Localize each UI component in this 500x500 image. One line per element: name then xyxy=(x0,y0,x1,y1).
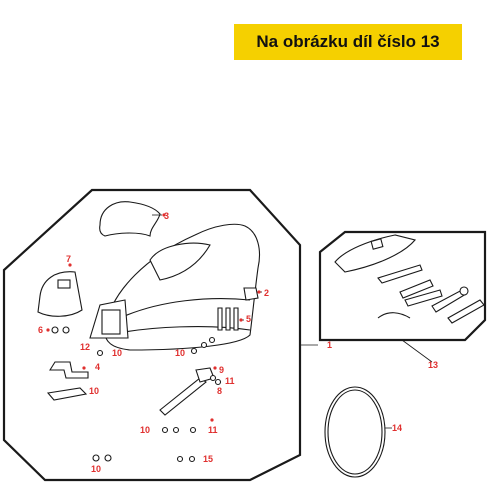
callout-4: 4 xyxy=(95,362,100,372)
hinge-plate-part xyxy=(46,387,88,401)
latch-part xyxy=(217,307,239,331)
callout-3: 3 xyxy=(164,211,169,221)
callout-10-e: 10 xyxy=(91,464,101,474)
screwdriver xyxy=(399,279,434,299)
lock-part xyxy=(243,287,259,301)
stay-arm-part xyxy=(159,377,207,416)
socket-tool xyxy=(447,299,485,324)
seat-group-outline xyxy=(2,188,302,482)
callout-1: 1 xyxy=(327,340,332,350)
callout-9: 9 xyxy=(219,365,224,375)
hex-key xyxy=(377,264,423,284)
cover-clip xyxy=(57,279,71,289)
callout-10-b: 10 xyxy=(89,386,99,396)
callout-6: 6 xyxy=(38,325,43,335)
callout-8: 8 xyxy=(217,386,222,396)
callout-2: 2 xyxy=(264,288,269,298)
callout-13: 13 xyxy=(428,360,438,370)
toolkit-parts xyxy=(334,234,485,324)
bracket-4-part xyxy=(49,361,89,379)
callout-14: 14 xyxy=(392,423,402,433)
toolkit-group-outline xyxy=(318,230,487,342)
callout-10-d: 10 xyxy=(140,425,150,435)
tray-inner xyxy=(101,309,121,335)
seat-part xyxy=(104,223,261,351)
callout-12: 12 xyxy=(80,342,90,352)
callout-11-a: 11 xyxy=(225,376,235,386)
side-cover-part xyxy=(37,271,83,317)
part-number-banner: Na obrázku díl číslo 13 xyxy=(234,24,462,60)
fasteners xyxy=(51,326,222,463)
callout-5: 5 xyxy=(246,314,251,324)
callout-markers xyxy=(46,213,261,422)
callout-11-b: 11 xyxy=(208,425,218,435)
tool-bag xyxy=(334,234,416,273)
callout-10-c: 10 xyxy=(175,348,185,358)
hook-tool xyxy=(377,312,411,319)
backrest-part xyxy=(99,201,161,237)
callout-10-a: 10 xyxy=(112,348,122,358)
callout-15: 15 xyxy=(203,454,213,464)
callout-7: 7 xyxy=(66,254,71,264)
